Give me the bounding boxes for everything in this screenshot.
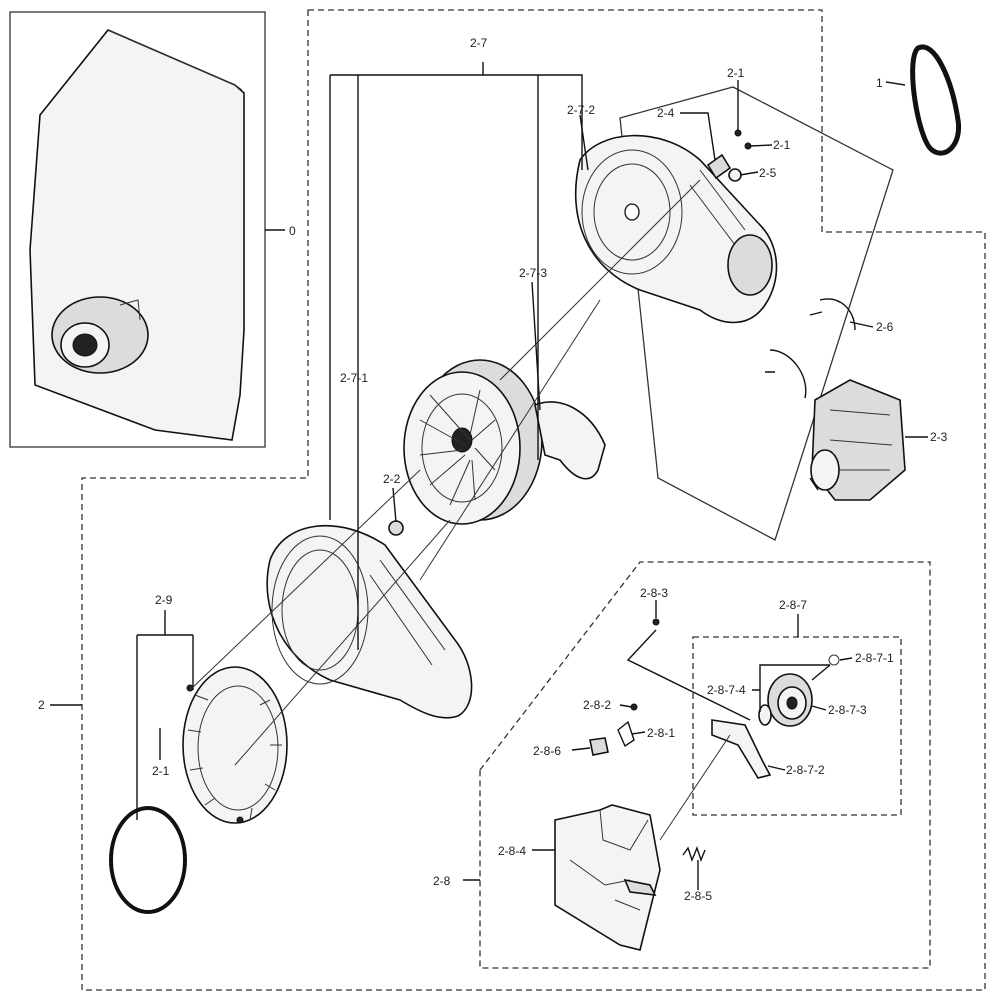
label-2-8-3: 2-8-3 <box>640 586 668 600</box>
part-labels: 0 1 2 2-7 2-7-1 2-7-2 2-7-3 2-4 2-1 2-1 … <box>38 36 948 903</box>
assembly-2-dashed-frame <box>81 9 986 991</box>
label-2-8-7-2: 2-8-7-2 <box>786 763 825 777</box>
label-2-8-1: 2-8-1 <box>647 726 675 740</box>
sensor-bracket-assembly <box>554 618 706 951</box>
label-2-8-6: 2-8-6 <box>533 744 561 758</box>
fan-impeller <box>403 359 543 525</box>
idler-pulley-assembly <box>711 654 840 779</box>
label-0: 0 <box>289 224 296 238</box>
gasket-ring <box>109 806 187 914</box>
label-2-5: 2-5 <box>759 166 777 180</box>
fan-housing-front <box>266 525 473 719</box>
fan-seal-part-2-7-3 <box>534 401 606 480</box>
label-2-8-7-4: 2-8-7-4 <box>707 683 746 697</box>
nut-part-2-2 <box>388 520 404 536</box>
label-2-4: 2-4 <box>657 106 675 120</box>
label-2-8-7-1: 2-8-7-1 <box>855 651 894 665</box>
label-2-8-5: 2-8-5 <box>684 889 712 903</box>
label-2-2: 2-2 <box>383 472 401 486</box>
label-1: 1 <box>876 76 883 90</box>
label-2-3: 2-3 <box>930 430 948 444</box>
belt-part-1 <box>910 44 962 156</box>
label-2: 2 <box>38 698 45 712</box>
label-2-8-7: 2-8-7 <box>779 598 807 612</box>
label-2-8-2: 2-8-2 <box>583 698 611 712</box>
label-2-9: 2-9 <box>155 593 173 607</box>
motor-clamps-part-2-6 <box>765 298 856 399</box>
label-2-1-lower: 2-1 <box>152 764 170 778</box>
label-2-1-side: 2-1 <box>773 138 791 152</box>
label-2-8: 2-8 <box>433 874 451 888</box>
motor-part-2-3 <box>809 379 906 501</box>
label-2-8-4: 2-8-4 <box>498 844 526 858</box>
assembly-2-8-7-dashed-frame <box>692 636 902 816</box>
front-housing-ring-part-2-9 <box>182 666 288 824</box>
label-2-6: 2-6 <box>876 320 894 334</box>
label-2-7-2: 2-7-2 <box>567 103 595 117</box>
label-2-1-top: 2-1 <box>727 66 745 80</box>
leader-lines <box>50 62 928 890</box>
cabinet-drawing <box>29 29 245 441</box>
motor-group-frame <box>619 86 894 541</box>
fan-housing-rear <box>574 134 778 324</box>
label-2-7-3: 2-7-3 <box>519 266 547 280</box>
label-2-7-1: 2-7-1 <box>340 371 368 385</box>
assembly-2-8-dashed-frame <box>479 561 931 969</box>
label-2-7: 2-7 <box>470 36 488 50</box>
label-2-8-7-3: 2-8-7-3 <box>828 703 867 717</box>
